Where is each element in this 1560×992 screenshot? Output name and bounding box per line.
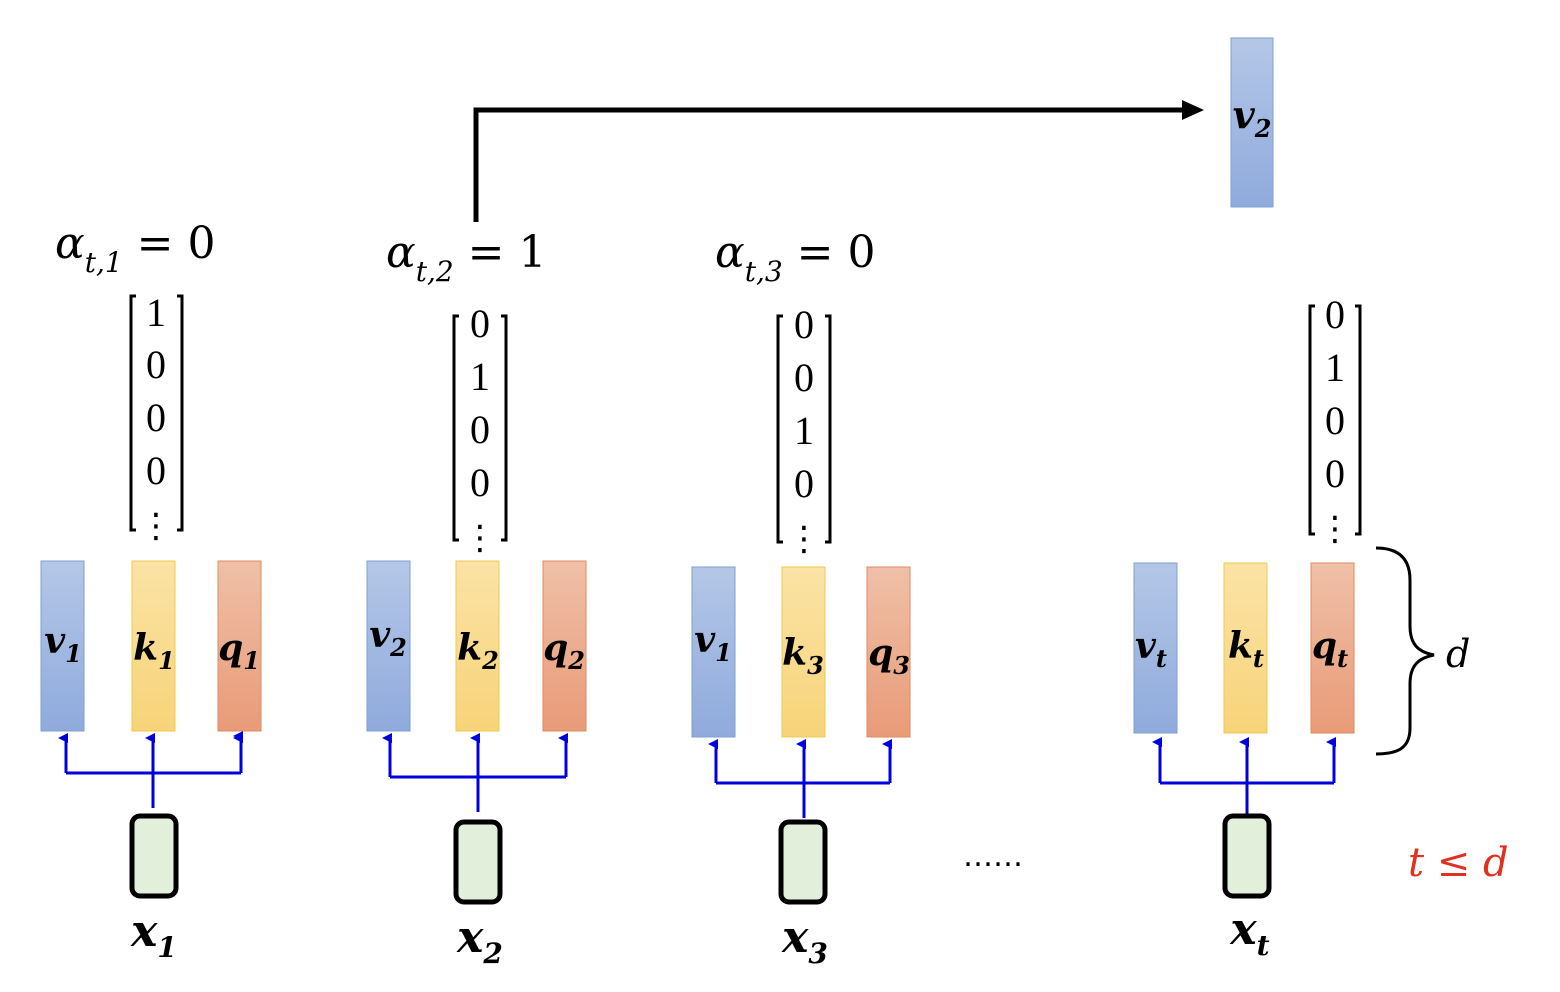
svg-text:1: 1 [146,290,166,335]
svg-text:q1: q1 [218,627,260,675]
token-group-t: vt kt qt xt [1133,562,1355,962]
svg-text:0: 0 [470,301,490,346]
constraint-label: t ≤ d [1408,840,1509,886]
selection-arrow-line [473,107,1188,222]
dimension-brace [1375,546,1435,756]
svg-text:0: 0 [470,460,490,505]
value-vector [366,560,411,732]
alpha-label-3: αt,3 = 0 [715,227,876,288]
svg-text:vt: vt [1135,625,1167,673]
value-vector [40,560,85,732]
one-hot-vector-2: 0 1 0 0 ⋮ [452,301,508,558]
one-hot-vector-t: 0 1 0 0 ⋮ [1308,292,1362,549]
output-vector: v2 [1230,37,1274,208]
alpha-label-2: αt,2 = 1 [386,227,547,288]
svg-text:⋮: ⋮ [1318,509,1352,549]
dimension-label: d [1446,632,1470,676]
svg-text:0: 0 [1325,398,1345,443]
svg-text:k1: k1 [133,627,175,675]
svg-text:q3: q3 [868,632,910,680]
svg-text:0: 0 [794,461,814,506]
svg-text:q2: q2 [543,627,585,675]
selection-arrow-head [1182,100,1204,120]
svg-text:1: 1 [794,408,814,453]
svg-text:xt: xt [1229,904,1269,962]
query-vector [217,560,262,732]
svg-text:v1: v1 [694,619,732,667]
svg-text:kt: kt [1228,625,1264,673]
value-vector [691,566,736,738]
svg-text:0: 0 [146,448,166,493]
key-vector [781,566,826,738]
input-token [778,819,828,905]
svg-text:⋮: ⋮ [787,519,821,559]
svg-text:v2: v2 [369,614,407,662]
svg-text:0: 0 [794,355,814,400]
svg-text:0: 0 [794,302,814,347]
key-vector [1223,562,1268,734]
svg-text:0: 0 [470,407,490,452]
query-vector [866,566,911,738]
key-vector [131,560,176,732]
svg-text:0: 0 [1325,451,1345,496]
svg-text:⋮: ⋮ [463,518,497,558]
svg-text:x3: x3 [781,912,828,970]
token-group-1: v1 k1 q1 x1 [40,560,262,964]
key-vector [455,560,500,732]
svg-text:0: 0 [146,395,166,440]
token-group-3: v1 k3 q3 x3 [691,566,911,970]
input-token [129,813,179,899]
svg-text:x2: x2 [456,912,503,970]
alpha-label-1: αt,1 = 0 [55,218,216,279]
svg-text:k3: k3 [782,632,824,680]
one-hot-vector-1: 1 0 0 0 ⋮ [129,290,184,546]
ellipsis: …… [963,839,1023,874]
svg-text:qt: qt [1312,625,1348,673]
one-hot-vector-3: 0 0 1 0 ⋮ [776,302,832,559]
svg-text:x1: x1 [130,906,177,964]
svg-text:1: 1 [1325,345,1345,390]
value-vector [1133,562,1178,734]
svg-text:0: 0 [1325,292,1345,337]
input-token [1222,813,1272,899]
query-vector [1310,562,1355,734]
query-vector [542,560,587,732]
svg-text:k2: k2 [457,627,499,675]
svg-text:1: 1 [470,354,490,399]
svg-text:v1: v1 [44,620,82,668]
svg-text:⋮: ⋮ [139,506,173,546]
token-group-2: v2 k2 q2 x2 [366,560,587,970]
input-token [453,819,503,905]
svg-text:0: 0 [146,342,166,387]
svg-text:v2: v2 [1233,92,1272,143]
